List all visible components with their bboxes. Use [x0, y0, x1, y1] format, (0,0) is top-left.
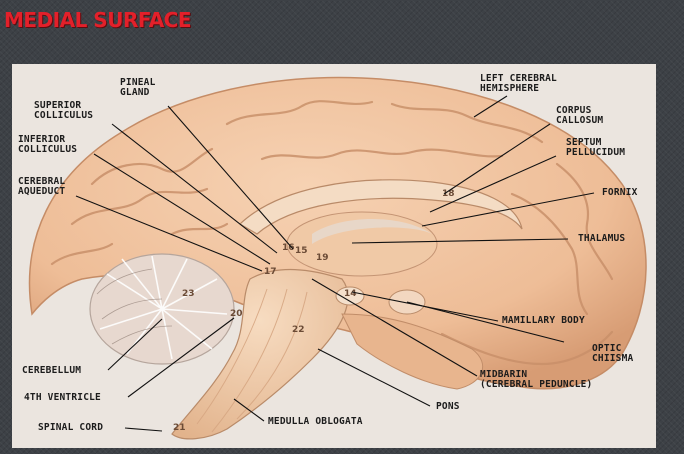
- label-medulla-oblongata: MEDULLA OBLOGATA: [268, 416, 363, 427]
- leader-optic-chiasma: [406, 301, 565, 343]
- label-optic-chiasma: OPTIC CHIISMA: [592, 343, 634, 364]
- label-corpus-callosum: CORPUS CALLOSUM: [556, 105, 604, 126]
- leader-corpus-callosum: [443, 123, 551, 195]
- model-number-17: 17: [264, 267, 277, 277]
- label-midbrain: MIDBARIN (CEREBRAL PEDUNCLE): [480, 369, 593, 390]
- label-fourth-ventricle: 4TH VENTRICLE: [24, 392, 101, 403]
- label-cerebellum: CEREBELLUM: [22, 365, 82, 376]
- leader-pons: [317, 348, 431, 407]
- model-number-19: 19: [316, 253, 329, 263]
- label-cerebral-aqueduct: CEREBRAL AQUEDUCT: [18, 176, 66, 197]
- model-number-21: 21: [173, 423, 186, 433]
- leader-septum-pellucidum: [429, 155, 557, 213]
- model-number-14: 14: [344, 289, 357, 299]
- label-superior-colliculus: SUPERIOR COLLICULUS: [34, 100, 94, 121]
- model-number-15: 15: [295, 246, 308, 256]
- leader-inferior-colliculus: [93, 153, 271, 265]
- leader-medulla-oblongata: [233, 398, 265, 422]
- leader-thalamus: [351, 238, 569, 244]
- leader-left-cerebral-hemisphere: [473, 95, 508, 118]
- model-number-20: 20: [230, 309, 243, 319]
- model-number-22: 22: [292, 325, 305, 335]
- leader-spinal-cord: [124, 427, 163, 432]
- cerebellum-shape: [89, 253, 235, 365]
- model-number-23: 23: [182, 289, 195, 299]
- label-left-cerebral-hemisphere: LEFT CEREBRAL HEMISPHERE: [480, 73, 557, 94]
- brain-model-photo: 21 18 15 22 17 16 19 14 20 23: [12, 64, 656, 448]
- label-fornix: FORNIX: [602, 187, 638, 198]
- leader-cerebellum: [107, 318, 163, 371]
- label-pineal-gland: PINEAL GLAND: [120, 77, 156, 98]
- leader-fourth-ventricle: [127, 317, 235, 398]
- model-number-18: 18: [442, 189, 455, 199]
- leader-fornix: [421, 192, 595, 227]
- model-number-16: 16: [282, 243, 295, 253]
- leader-midbrain: [311, 278, 478, 377]
- brain-sagittal-illustration: 21 18 15 22 17 16 19 14 20 23: [12, 64, 656, 448]
- label-pons: PONS: [436, 401, 460, 412]
- label-inferior-colliculus: INFERIOR COLLICULUS: [18, 134, 78, 155]
- leader-lines: [75, 95, 595, 432]
- label-thalamus: THALAMUS: [578, 233, 626, 244]
- label-spinal-cord: SPINAL CORD: [38, 422, 104, 433]
- slide-title: MEDIAL SURFACE: [4, 8, 192, 32]
- leader-pineal-gland: [167, 105, 294, 250]
- leader-superior-colliculus: [111, 123, 278, 254]
- leader-cerebral-aqueduct: [75, 195, 263, 272]
- label-septum-pellucidum: SEPTUM PELLUCIDUM: [566, 137, 626, 158]
- label-mamillary-body: MAMILLARY BODY: [502, 315, 585, 326]
